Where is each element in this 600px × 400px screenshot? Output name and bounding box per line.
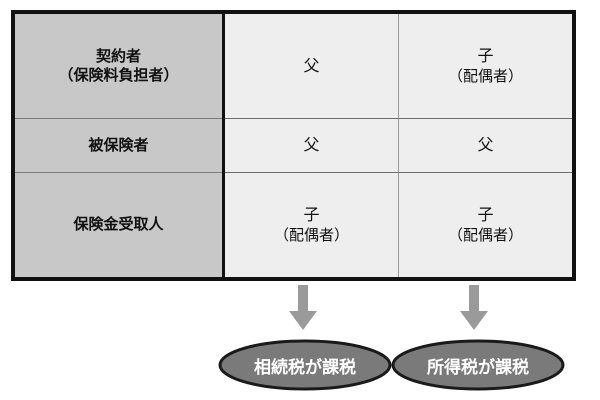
cell-r2c1-line-1: 父 [303, 135, 320, 155]
row-header-line-1: 被保険者 [88, 135, 149, 154]
arrow-down-icon [459, 285, 489, 331]
cell-r1c1: 父 [223, 12, 399, 119]
row-header-insured: 被保険者 [13, 118, 225, 174]
table-row: 契約者 （保険料負担者） 父 子 （配偶者） [13, 12, 574, 119]
cell-r1c2-line-2: （配偶者） [447, 66, 523, 85]
cell-r2c2: 父 [398, 118, 574, 174]
row-header-beneficiary: 保険金受取人 [13, 172, 225, 279]
cell-r1c1-line-1: 父 [303, 55, 320, 75]
cell-r1c2: 子 （配偶者） [398, 12, 574, 119]
cell-r3c2-line-2: （配偶者） [447, 225, 523, 244]
arrow-down-icon [288, 285, 318, 331]
cell-r3c1-line-1: 子 [303, 205, 320, 225]
row-header-line-1: 契約者 [95, 46, 141, 65]
row-header-contractor: 契約者 （保険料負担者） [13, 12, 225, 119]
result-bubble-income-tax: 所得税が課税 [390, 338, 566, 392]
cell-r2c1: 父 [223, 118, 399, 174]
cell-r2c2-line-1: 父 [477, 135, 494, 155]
cell-r3c2-line-1: 子 [477, 205, 494, 225]
cell-r1c2-line-1: 子 [477, 46, 494, 66]
cell-r3c2: 子 （配偶者） [398, 172, 574, 279]
table-row: 被保険者 父 父 [13, 118, 574, 174]
cell-r3c1: 子 （配偶者） [223, 172, 399, 279]
row-header-line-2: （保険料負担者） [58, 65, 179, 84]
cell-r3c1-line-2: （配偶者） [273, 225, 349, 244]
table-row: 保険金受取人 子 （配偶者） 子 （配偶者） [13, 172, 574, 279]
insurance-tax-matrix-table: 契約者 （保険料負担者） 父 子 （配偶者） 被保険者 父 [11, 10, 576, 281]
result-label: 所得税が課税 [427, 357, 529, 378]
result-label: 相続税が課税 [254, 357, 356, 378]
row-header-line-1: 保険金受取人 [73, 215, 164, 234]
result-bubble-inheritance-tax: 相続税が課税 [217, 338, 393, 392]
